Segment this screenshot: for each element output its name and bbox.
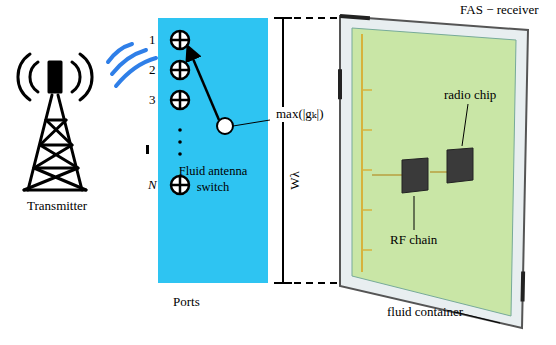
- receiver-device: [447, 148, 473, 183]
- radio-waves: [116, 58, 156, 86]
- transmitter-tower: [24, 120, 86, 190]
- device-label: FAS − receiver: [460, 3, 539, 18]
- receiver-device: [340, 16, 528, 328]
- switch-arm: [188, 47, 219, 120]
- aperture-bracket: [274, 18, 292, 283]
- port-number: 3: [149, 93, 156, 108]
- ports-panel: [158, 18, 268, 283]
- port-symbol: [171, 91, 189, 109]
- leader-line: [462, 104, 468, 146]
- receiver-device: [352, 28, 516, 316]
- chip-label: radio chip: [444, 88, 496, 103]
- port-symbol: [171, 176, 189, 194]
- transmitter-tower: [80, 54, 92, 100]
- leader-line: [414, 104, 500, 323]
- ellipsis-dots: [178, 152, 182, 156]
- selection-formula: max(|gₖ|): [274, 107, 326, 122]
- port-symbol: [171, 61, 189, 79]
- aperture-bracket: [233, 120, 270, 126]
- transmitter-tower: [24, 120, 86, 190]
- leader-line: [414, 196, 415, 230]
- ports-label: Ports: [173, 295, 200, 310]
- switch-arm: [217, 118, 233, 134]
- ellipsis-dots: [178, 128, 182, 132]
- port-symbol: [171, 91, 189, 109]
- ellipsis-dots: [178, 140, 182, 144]
- receiver-device: [361, 34, 363, 272]
- transmitter-tower: [49, 62, 61, 92]
- transmitter-tower: [30, 62, 38, 92]
- receiver-device: [340, 16, 528, 328]
- ports-panel: [158, 18, 268, 283]
- receiver-device: [362, 90, 372, 250]
- aperture-bracket: [233, 18, 292, 283]
- ellipsis-dots: [146, 145, 149, 154]
- switch-label: Fluid antenna switch: [166, 164, 260, 195]
- port-number: N: [148, 178, 157, 193]
- rf-chain-label: RF chain: [390, 233, 437, 248]
- transmitter-tower: [72, 62, 80, 92]
- container-label: fluid container: [387, 305, 463, 320]
- switch-arm: [188, 47, 233, 134]
- transmitter-tower: [18, 54, 92, 190]
- port-symbol: [171, 176, 189, 194]
- port-number: 2: [149, 63, 156, 78]
- projection-lines: [294, 18, 340, 283]
- projection-lines: [294, 18, 340, 283]
- ellipsis-dots: [146, 128, 182, 156]
- port-symbol: [171, 61, 189, 79]
- radio-waves: [108, 44, 156, 86]
- receiver-device: [340, 16, 528, 328]
- aperture-size: Wλ: [288, 169, 303, 192]
- port-symbol: [171, 31, 189, 49]
- port-symbol: [171, 31, 189, 49]
- transmitter-tower: [18, 54, 30, 100]
- switch-panel: Fluid antenna switch: [158, 18, 268, 283]
- port-number: 1: [149, 33, 156, 48]
- receiver-device: [402, 158, 428, 193]
- transmitter-label: Transmitter: [27, 199, 87, 214]
